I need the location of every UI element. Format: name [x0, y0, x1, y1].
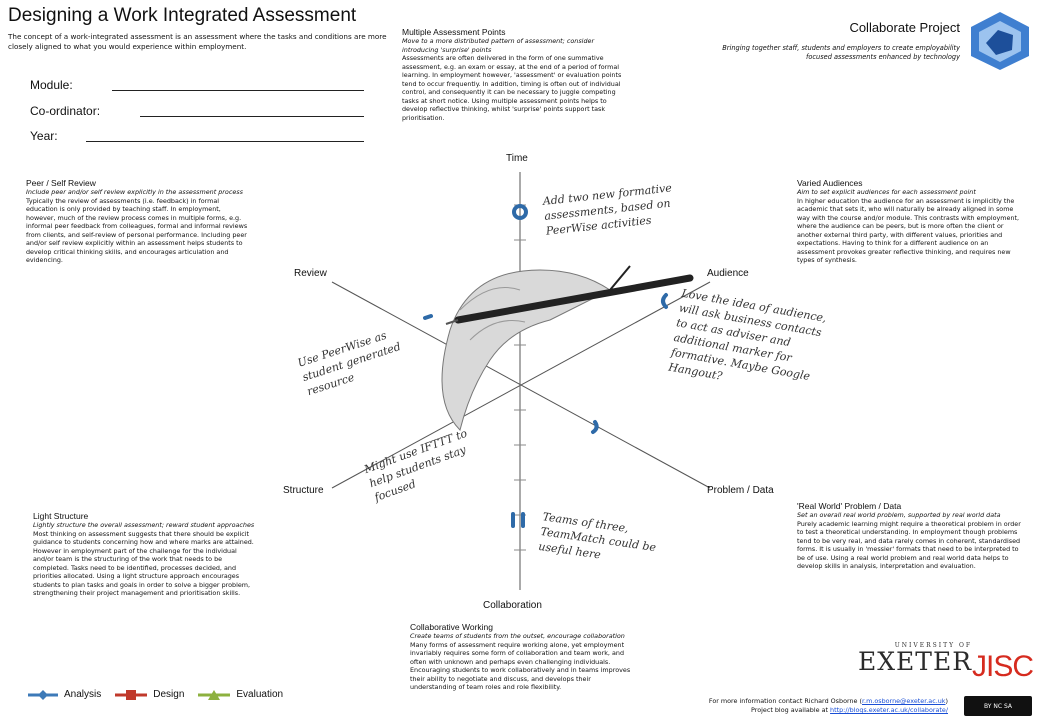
collaborative-working-section: Collaborative Working Create teams of st…	[410, 622, 636, 692]
footer-blog: Project blog available at	[750, 706, 828, 714]
varied-audiences-subtitle: Aim to set explicit audiences for each a…	[797, 188, 976, 196]
real-world-body: Purely academic learning might require a…	[797, 519, 1021, 571]
page-title: Designing a Work Integrated Assessment	[8, 5, 357, 26]
creative-commons-badge: BY NC SA	[964, 696, 1032, 716]
multiple-assessment-subtitle: Move to a more distributed pattern of as…	[402, 37, 595, 54]
collaborative-working-subtitle: Create teams of students from the outset…	[410, 632, 625, 640]
axis-label-time: Time	[506, 153, 528, 164]
collaborative-working-title: Collaborative Working	[410, 622, 493, 632]
legend-evaluation: Evaluation	[236, 689, 284, 700]
multiple-assessment-section: Multiple Assessment Points Move to a mor…	[402, 27, 624, 122]
radar-diagram	[331, 172, 711, 590]
problem-marker	[591, 420, 599, 434]
peer-review-section: Peer / Self Review Include peer and/or s…	[26, 178, 252, 265]
audience-marker	[661, 293, 668, 309]
varied-audiences-section: Varied Audiences Aim to set explicit aud…	[797, 178, 1023, 265]
light-structure-section: Light Structure Lightly structure the ov…	[33, 511, 259, 598]
design-legend-icon	[115, 689, 148, 700]
jisc-logo: JISC	[972, 650, 1034, 683]
exeter-logo: UNIVERSITY OF EXETER	[858, 642, 972, 675]
coordinator-line[interactable]	[140, 116, 364, 117]
evaluation-legend-icon	[198, 689, 231, 700]
axis-label-review: Review	[294, 268, 327, 279]
collaborative-working-body: Many forms of assessment require working…	[410, 640, 631, 692]
time-marker	[512, 204, 528, 220]
year-line[interactable]	[86, 141, 364, 142]
legend-analysis: Analysis	[64, 689, 102, 700]
light-structure-title: Light Structure	[33, 511, 89, 521]
peer-review-title: Peer / Self Review	[26, 178, 96, 188]
collaboration-marker	[511, 512, 525, 528]
multiple-assessment-body: Assessments are often delivered in the f…	[402, 54, 622, 122]
footer: For more information contact Richard Osb…	[708, 697, 948, 714]
project-title: Collaborate Project	[849, 20, 960, 35]
light-structure-body: Most thinking on assessment suggests tha…	[33, 529, 254, 598]
exeter-wordmark: EXETER	[858, 647, 973, 676]
collaborate-hexagon-logo	[971, 12, 1029, 70]
project-subtitle: Bringing together staff, students and em…	[722, 44, 960, 61]
axis-label-structure: Structure	[283, 485, 324, 496]
footer-contact: For more information contact Richard Osb…	[708, 697, 858, 705]
legend-design: Design	[153, 689, 185, 700]
peer-review-subtitle: Include peer and/or self review explicit…	[26, 188, 243, 196]
light-structure-subtitle: Lightly structure the overall assessment…	[33, 521, 255, 529]
footer-email-link[interactable]: r.m.osborne@exeter.ac.uk	[862, 697, 946, 705]
varied-audiences-title: Varied Audiences	[797, 178, 863, 188]
footer-blog-link[interactable]: http://blogs.exeter.ac.uk/collaborate/	[830, 706, 948, 714]
hand-with-pen-illustration	[441, 265, 694, 431]
multiple-assessment-title: Multiple Assessment Points	[402, 27, 506, 37]
module-line[interactable]	[112, 90, 364, 91]
exeter-university-line: UNIVERSITY OF	[894, 642, 973, 649]
analysis-legend-icon	[28, 689, 58, 700]
structure-audience-axis	[331, 281, 711, 489]
year-label: Year:	[30, 129, 58, 143]
axis-label-problem: Problem / Data	[707, 485, 774, 496]
real-world-subtitle: Set an overall real world problem, suppo…	[797, 511, 1001, 519]
peer-review-body: Typically the review of assessments (i.e…	[26, 196, 248, 265]
axis-label-audience: Audience	[707, 268, 749, 279]
review-marker	[423, 314, 433, 320]
real-world-title: 'Real World' Problem / Data	[797, 501, 902, 511]
module-label: Module:	[30, 78, 73, 92]
intro-text: The concept of a work-integrated assessm…	[8, 32, 387, 51]
real-world-section: 'Real World' Problem / Data Set an overa…	[797, 501, 1025, 571]
varied-audiences-body: In higher education the audience for an …	[797, 196, 1020, 265]
coordinator-label: Co-ordinator:	[30, 104, 101, 118]
legend: Analysis Design Evaluation	[28, 689, 283, 700]
axis-label-collaboration: Collaboration	[483, 600, 542, 611]
